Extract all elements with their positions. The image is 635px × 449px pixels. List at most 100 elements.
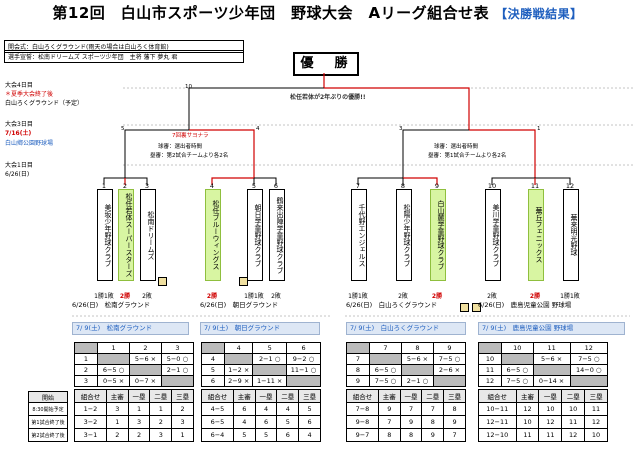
team-record: 2敗 [271, 293, 281, 300]
table-cell: 5 [252, 342, 288, 354]
table-cell: 8 [443, 402, 466, 416]
table-cell: 2 [127, 428, 151, 442]
table-cell: 11 [532, 342, 571, 354]
table-cell: 7−5 ○ [433, 353, 466, 365]
table-cell: 7 [399, 402, 423, 416]
team-box: 美坂少年野球クラブ [97, 189, 113, 281]
table-cell: 1 [171, 428, 194, 442]
team-number: 4 [209, 182, 215, 190]
table-cell: 12 [561, 428, 586, 442]
table-cell [532, 364, 571, 376]
table-cell: 9−8 [346, 415, 379, 429]
table-cell: 2−9 × [223, 375, 254, 387]
table-cell [501, 353, 534, 365]
table-cell: 4 [298, 428, 321, 442]
table-cell: 1 [127, 402, 151, 416]
table-cell: 10 [515, 415, 540, 429]
table-cell: 5−6 × [401, 353, 434, 365]
table-cell: 10 [538, 402, 563, 416]
table-cell: 12−11 [478, 415, 517, 429]
table-cell: 12 [478, 375, 502, 387]
table-cell: 二塁 [276, 389, 300, 403]
start-time-table: 開始 8:30開始予定 第1試合終了後 第2試合終了後 [28, 391, 68, 442]
team-record: 2勝 [119, 293, 131, 300]
table-cell: 5 [254, 428, 278, 442]
table-cell: 8:30開始予定 [28, 402, 68, 416]
team-number: 2 [122, 182, 128, 190]
team-record: 2敗 [487, 293, 497, 300]
table-cell: 6−5 ○ [501, 364, 534, 376]
table-cell: 主審 [377, 389, 401, 403]
table-cell: 1 [149, 402, 173, 416]
table-cell [286, 375, 321, 387]
day4-label: 大会4日目 [5, 82, 33, 89]
page-title: 第12回 白山市スポーツ少年団 野球大会 Aリーグ組合せ表【決勝戦結果】 [0, 2, 635, 23]
team-record: 1勝1敗 [348, 293, 368, 300]
table-cell: 11 [584, 402, 608, 416]
table-cell: 3−2 [74, 415, 107, 429]
day1-date: 6/26(日) [5, 171, 30, 178]
table-cell: 2−1 ○ [252, 353, 288, 365]
table-cell [201, 342, 225, 354]
table-cell: 5 [276, 415, 300, 429]
table-cell: 4−5 [201, 402, 234, 416]
champion-box: 優 勝 [293, 52, 359, 76]
venue-day2: 7/ 9(土) 鹿島児童公園 野球場 [478, 322, 625, 335]
team-record: 2勝 [206, 293, 218, 300]
result-label: 【決勝戦結果】 [495, 7, 583, 21]
table-cell: 11 [561, 415, 586, 429]
table-cell: 9 [377, 402, 401, 416]
host-marker [239, 277, 248, 286]
table-cell: 3 [149, 428, 173, 442]
venue-day2: 7/ 9(土) 松南グラウンド [72, 322, 189, 335]
table-cell: 7 [369, 342, 402, 354]
table-cell: 7−5 ○ [501, 375, 534, 387]
table-cell: 一塁 [254, 389, 278, 403]
table-cell: 7 [377, 415, 401, 429]
host-marker [158, 277, 167, 286]
title-text: 第12回 白山市スポーツ少年団 野球大会 Aリーグ組合せ表 [52, 4, 490, 22]
table-cell: 9 [399, 415, 423, 429]
table-cell: 一塁 [538, 389, 563, 403]
table-cell [96, 353, 131, 365]
day4-note: ＊夏季大会終了後 [5, 91, 54, 98]
table-cell [569, 375, 609, 387]
table-cell: 7 [421, 402, 445, 416]
team-record: 1勝1敗 [560, 293, 580, 300]
table-cell: 6 [254, 415, 278, 429]
table-cell: 11−1 ○ [286, 364, 321, 376]
table-cell: 5 [201, 364, 225, 376]
table-cell: 三塁 [171, 389, 194, 403]
table-cell: 9 [421, 428, 445, 442]
table-cell: 1−2 × [223, 364, 254, 376]
table-cell: 4 [276, 402, 300, 416]
table-cell: 1 [105, 415, 129, 429]
host-marker [472, 303, 481, 312]
umpire-note-left-a: 球審：選出者時間 [158, 144, 203, 150]
table-cell: 6 [201, 375, 225, 387]
team-number: 1 [101, 182, 107, 190]
table-cell: 2 [171, 402, 194, 416]
table-cell: 2 [74, 364, 98, 376]
team-box: 鶴来出陣学童野球クラブ [269, 189, 285, 281]
team-record: 2敗 [398, 293, 408, 300]
table-cell: 組合せ [74, 389, 107, 403]
team-number: 3 [144, 182, 150, 190]
table-cell: 一塁 [399, 389, 423, 403]
team-record: 2勝 [529, 293, 541, 300]
table-cell [252, 364, 288, 376]
table-cell: 2−1 ○ [401, 375, 434, 387]
day3-venue: 白山鄕公園野球場 [5, 140, 54, 147]
team-box: 千代野エンジェルス [351, 189, 367, 281]
team-box: 朝日学童野球クラブ [247, 189, 263, 281]
venue-day2: 7/ 9(土) 朝日グラウンド [200, 322, 320, 335]
table-cell: 3−1 [74, 428, 107, 442]
team-number: 11 [530, 182, 540, 190]
table-cell: 4 [223, 342, 254, 354]
table-cell: 一塁 [127, 389, 151, 403]
